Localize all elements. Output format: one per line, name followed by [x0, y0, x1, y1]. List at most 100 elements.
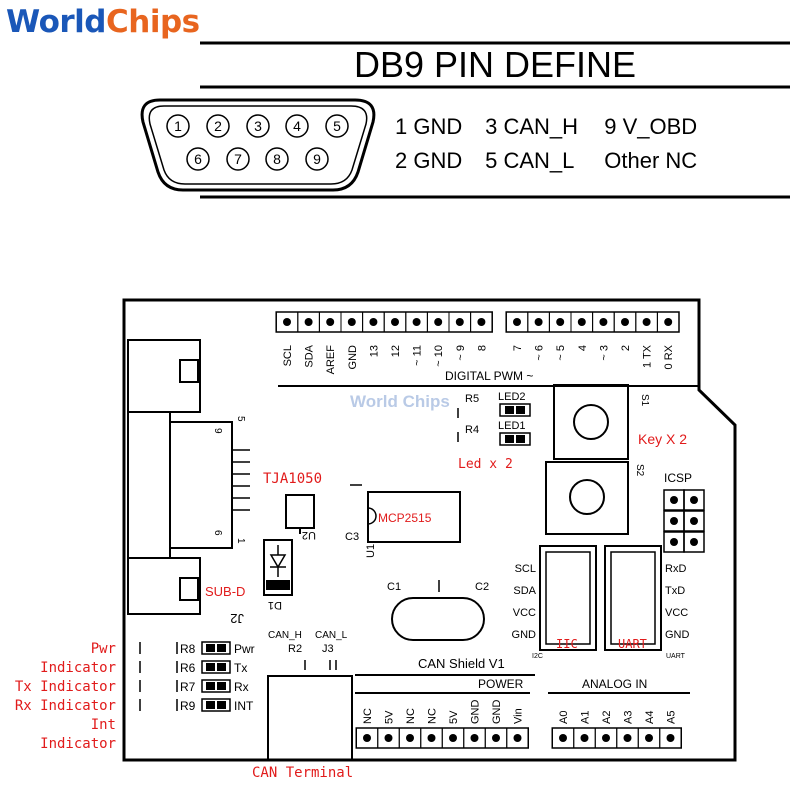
db9-pin-3 — [246, 114, 270, 138]
uart-pin-label: GND — [665, 629, 690, 641]
digital-header-right — [505, 311, 680, 333]
resistor-label: Tx — [234, 661, 247, 675]
power-pin-label: GND — [491, 700, 503, 725]
j2-pin-1: 1 — [235, 538, 246, 544]
uart-pin-label: TxD — [665, 585, 685, 597]
header-pin — [534, 318, 543, 326]
led-note: Led x 2 — [458, 457, 513, 472]
c3-label: C3 — [345, 531, 359, 543]
power-label: POWER — [478, 677, 524, 691]
pin-desc-3-can-h: 3 CAN_H — [485, 114, 579, 139]
s2-label: S2 — [634, 464, 645, 477]
c2-label: C2 — [475, 581, 489, 593]
pin-desc-other-nc: Other NC — [604, 148, 698, 173]
header-pin — [283, 318, 291, 326]
indicator-notes: Pwr Indicator Tx Indicator Rx Indicator … — [8, 640, 116, 754]
iic-pin-label: SCL — [515, 563, 536, 575]
iic-pin-label: GND — [512, 629, 537, 641]
digital-pin-label: ~ 6 — [534, 345, 546, 361]
analog-pin-label: A0 — [558, 711, 570, 724]
uart-connector — [604, 545, 662, 651]
header-pin — [470, 734, 479, 742]
analog-pin-label: A5 — [666, 711, 678, 724]
db9-pin-4 — [285, 114, 309, 138]
resistor-ref: R7 — [180, 680, 196, 694]
header-pin — [326, 318, 335, 326]
watermark: World Chips — [350, 392, 450, 411]
digital-pwm-label: DIGITAL PWM ~ — [445, 369, 533, 383]
digital-pin-label: SDA — [304, 344, 316, 367]
db9-pin-number: 6 — [194, 151, 202, 167]
header-pin — [477, 318, 486, 326]
j3-label: J3 — [322, 643, 334, 655]
d1-label: D1 — [268, 599, 282, 611]
pin-desc-1-gnd: 1 GND — [395, 114, 463, 139]
r2-label: R2 — [288, 643, 302, 655]
db9-pin-6 — [186, 147, 210, 171]
u2-label: U2 — [302, 529, 316, 541]
power-pin-label: NC — [405, 708, 417, 724]
pin-desc-row-1: 1 GND 3 CAN_H 9 V_OBD — [395, 114, 697, 140]
analog-pin-label: A1 — [580, 711, 592, 724]
tja1050-label: TJA1050 — [263, 471, 322, 487]
icsp-header — [663, 489, 705, 553]
icsp-pin — [690, 517, 698, 525]
uart-pin-label: VCC — [665, 607, 688, 619]
db9-pin-number: 5 — [333, 118, 341, 134]
db9-pin-number: 7 — [234, 151, 242, 167]
sub-d-connector — [127, 339, 250, 615]
brand-logo: WorldChips — [6, 4, 200, 40]
shield-name: CAN Shield V1 — [418, 656, 505, 671]
db9-connector — [140, 98, 376, 192]
resistor-ref: R8 — [180, 642, 196, 656]
power-pin-label: NC — [427, 708, 439, 724]
analog-header — [551, 727, 682, 749]
icsp-pin — [690, 538, 698, 546]
digital-pin-label: ~ 11 — [412, 345, 424, 366]
db9-pin-number: 1 — [174, 118, 182, 134]
header-pin — [621, 318, 629, 326]
uart-small-label: UART — [666, 653, 686, 660]
db9-pin-number: 2 — [214, 118, 222, 134]
pin-desc-row-2: 2 GND 5 CAN_L Other NC — [395, 148, 697, 174]
header-pin — [599, 318, 608, 326]
db9-pin-5 — [325, 114, 349, 138]
header-pin — [406, 734, 414, 742]
sub-d-label: SUB-D — [205, 584, 245, 599]
bottom-headers — [355, 727, 682, 749]
digital-pin-label: 0 RX — [663, 344, 675, 369]
header-pin — [580, 734, 589, 742]
analog-pin-label: A2 — [601, 711, 613, 724]
header-pin — [449, 734, 457, 742]
c1-label: C1 — [387, 581, 401, 593]
page-title: DB9 PIN DEFINE — [353, 44, 637, 85]
board-outline — [122, 298, 737, 762]
r4-label: R4 — [465, 424, 479, 436]
can-terminal-block — [267, 675, 353, 761]
resistor-ref: R6 — [180, 661, 196, 675]
switch-s2 — [545, 461, 629, 535]
indicator-note-tx: Tx Indicator — [14, 679, 116, 695]
icsp-pin — [670, 496, 678, 504]
mcp2515-chip — [367, 491, 461, 543]
digital-pin-label: ~ 10 — [433, 345, 445, 367]
header-pin — [427, 734, 436, 742]
header-pin — [513, 734, 522, 742]
iic-pin-label: SDA — [513, 585, 536, 597]
u2-chip — [285, 494, 315, 529]
led2 — [499, 403, 531, 417]
header-pin — [412, 318, 421, 326]
icsp-pin — [690, 496, 698, 504]
header-pin — [556, 318, 565, 326]
digital-pin-label: 13 — [368, 345, 380, 357]
header-pin — [304, 318, 313, 326]
resistor-row: R6 Tx — [139, 660, 247, 675]
